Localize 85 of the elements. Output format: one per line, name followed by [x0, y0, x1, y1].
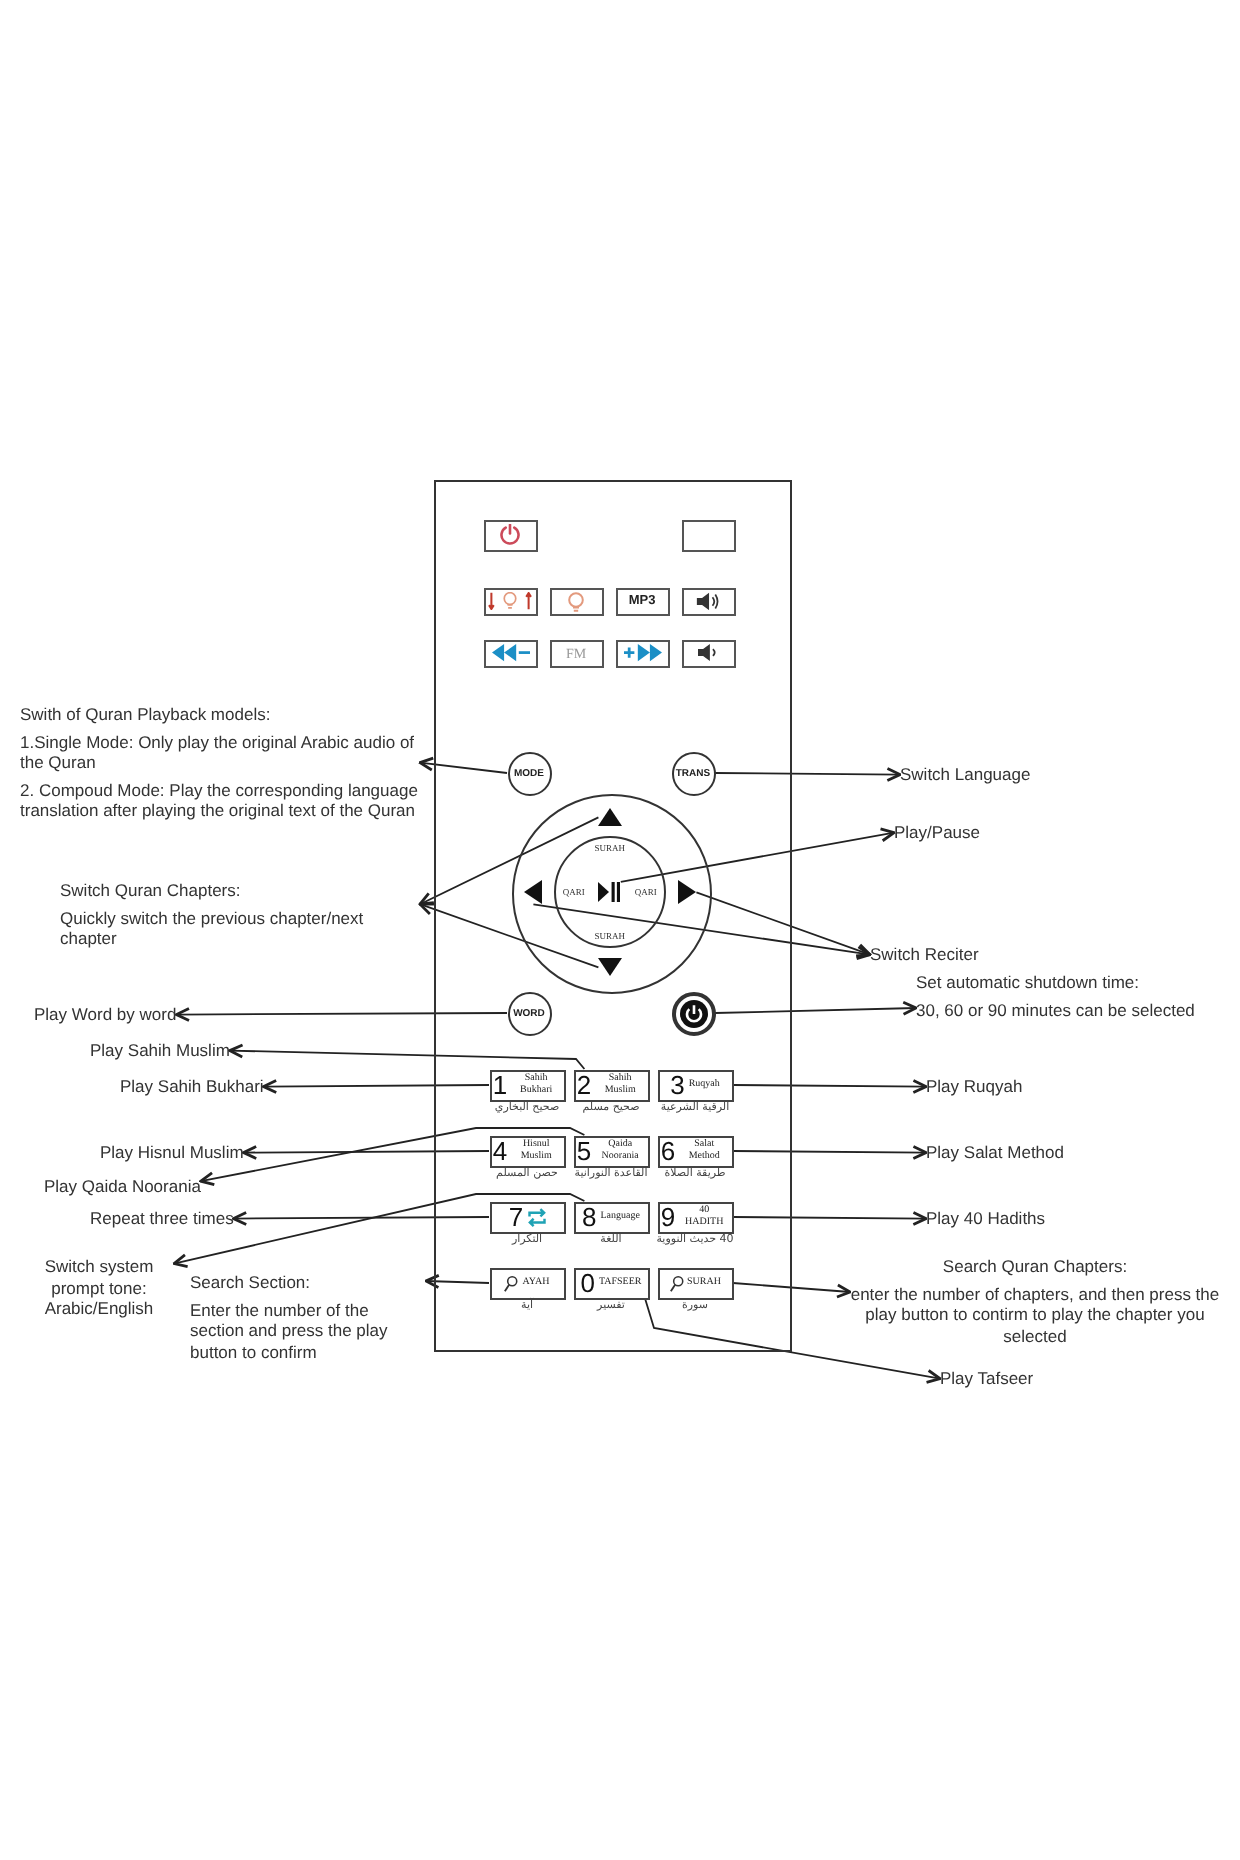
arrow [172, 1193, 586, 1268]
callout-text: Play 40 Hadiths [926, 1208, 1046, 1229]
arrow [228, 1043, 586, 1070]
keypad-key [489, 1135, 565, 1167]
up-triangle-icon [598, 808, 623, 827]
remote-button [483, 587, 537, 615]
keypad-key [657, 1069, 733, 1101]
arrow [199, 1127, 586, 1187]
remote-button [615, 639, 669, 667]
keypad-key [657, 1201, 733, 1233]
callout-text: Play Qaida Noorania [44, 1176, 201, 1197]
keypad-key [489, 1201, 565, 1233]
callout-text: 30, 60 or 90 minutes can be selected [916, 999, 1195, 1020]
arrow [695, 891, 872, 958]
callout-heading: Search Section: [190, 1272, 313, 1293]
callout-text: enter the number of chapters, and then press the play button to contirm to play the chapter you selected [850, 1283, 1220, 1346]
keypad-key [489, 1069, 565, 1101]
callout-text: Play Ruqyah [926, 1076, 1023, 1097]
remote-button [549, 587, 603, 615]
callout-text: 2. Compoud Mode: Play the corresponding language translation after playing the original text of the Quran [20, 779, 420, 821]
callout-text: Switch system prompt tone: Arabic/English [24, 1256, 174, 1319]
arrow [644, 1298, 942, 1384]
remote-button [681, 639, 735, 667]
callout-text: Switch Language [900, 764, 1031, 785]
callout-text: Play/Pause [894, 822, 980, 843]
key-number: 1 [492, 1072, 508, 1098]
keypad-key [489, 1267, 565, 1299]
callout-text: Play Tafseer [940, 1368, 1034, 1389]
arrow [424, 1274, 490, 1289]
arrow [175, 1007, 508, 1022]
key-number: 6 [660, 1138, 676, 1164]
arrow [732, 1282, 852, 1299]
key-number: 2 [576, 1072, 592, 1098]
play-pause-icon [598, 881, 621, 902]
key-number: 4 [492, 1138, 508, 1164]
arrow [619, 827, 896, 883]
remote-button [483, 639, 537, 667]
callout-heading: Switch Quran Chapters: [60, 880, 243, 901]
arrow [418, 901, 600, 969]
keypad-key [573, 1201, 649, 1233]
arrow [262, 1079, 490, 1094]
arrow [418, 756, 508, 774]
callout-text: Play Word by word [34, 1004, 177, 1025]
callout-heading: Search Quran Chapters: [940, 1256, 1130, 1277]
key-number: 3 [670, 1072, 685, 1098]
left-triangle-icon [524, 880, 543, 905]
arrow [732, 1145, 928, 1160]
remote-control-body [434, 480, 792, 1352]
arrow [714, 1000, 918, 1016]
key-number: 0 [580, 1270, 595, 1296]
key-number: 9 [660, 1204, 676, 1230]
callout-text: Play Hisnul Muslim [100, 1142, 244, 1163]
arrow [232, 1211, 490, 1226]
callout-text: Play Sahih Muslim [90, 1040, 230, 1061]
arrow [242, 1145, 490, 1160]
callout-text: Enter the number of the section and press the play button to confirm [190, 1299, 390, 1362]
right-triangle-icon [678, 880, 697, 905]
arrow [732, 1211, 928, 1226]
callout-text: Play Sahih Bukhari [120, 1076, 264, 1097]
arrow [532, 903, 872, 961]
remote-button [681, 519, 735, 551]
key-number: 7 [508, 1204, 524, 1230]
round-button [671, 991, 715, 1035]
callout-text: Quickly switch the previous chapter/next chapter [60, 907, 366, 949]
arrow [714, 767, 902, 782]
callout-text: 1.Single Mode: Only play the original Arabic audio of the Quran [20, 731, 417, 773]
keypad-key [657, 1135, 733, 1167]
key-number: 8 [582, 1204, 597, 1230]
callout-heading: Swith of Quran Playback models: [20, 704, 273, 725]
navigation-ring [511, 793, 711, 993]
keypad-key [573, 1135, 649, 1167]
remote-button [483, 519, 537, 551]
callout-heading: Set automatic shutdown time: [916, 972, 1142, 993]
down-triangle-icon [598, 958, 623, 977]
callout-text: Play Salat Method [926, 1142, 1064, 1163]
keypad-key [573, 1267, 649, 1299]
key-number: 5 [576, 1138, 592, 1164]
keypad-key [573, 1069, 649, 1101]
center-ring [554, 836, 667, 949]
callout-text: Switch Reciter [870, 944, 979, 965]
callout-text: Repeat three times [90, 1208, 234, 1229]
arrow [418, 816, 600, 906]
arrow [732, 1079, 928, 1094]
keypad-key [657, 1267, 733, 1299]
remote-button [681, 587, 735, 615]
